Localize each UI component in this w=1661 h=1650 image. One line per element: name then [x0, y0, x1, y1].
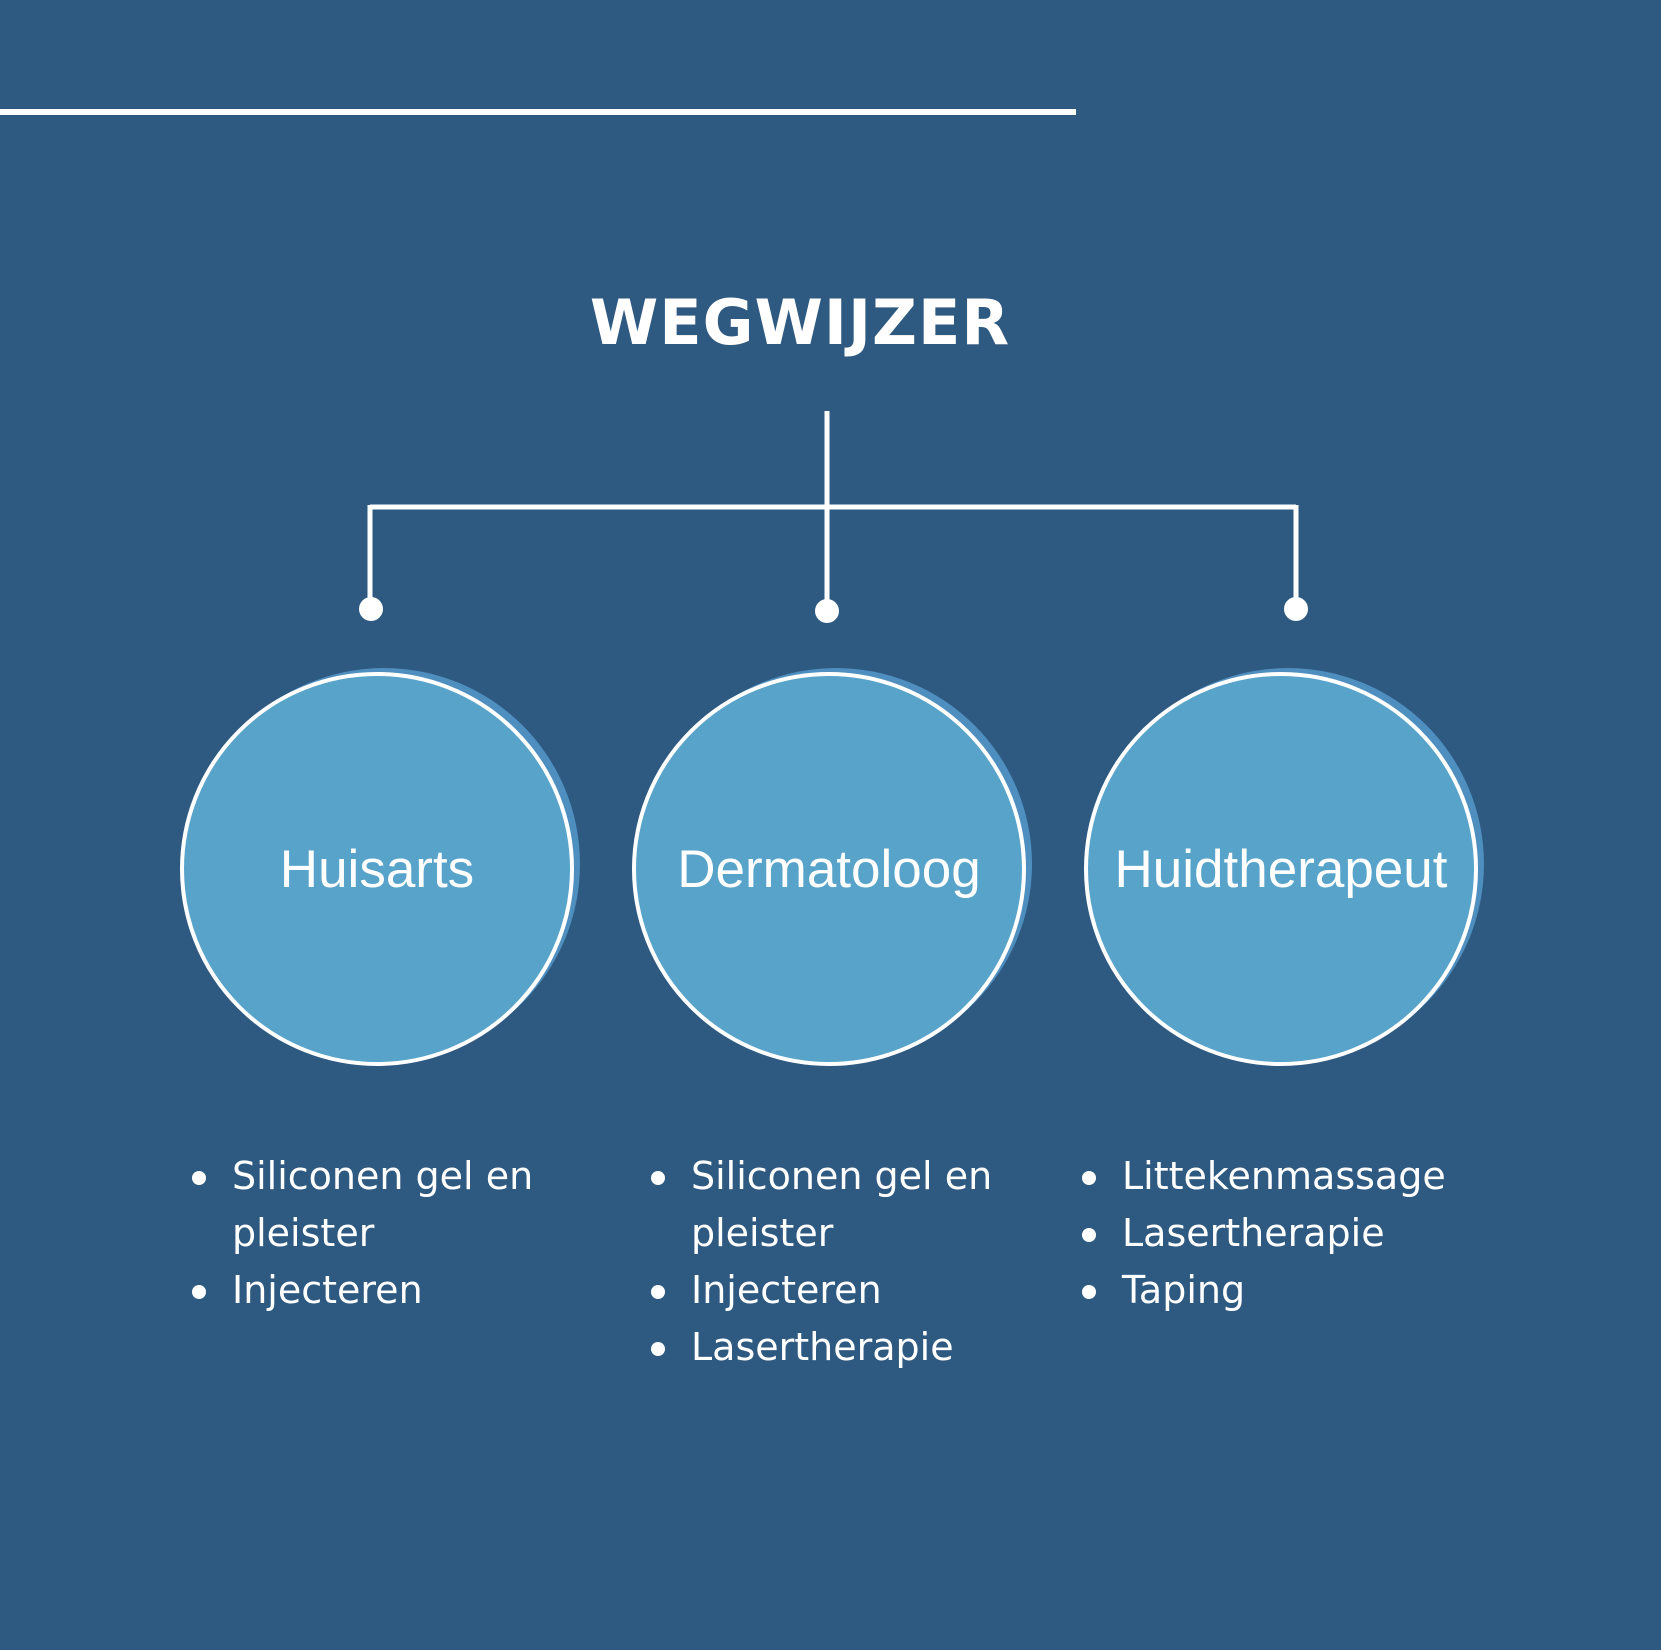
list-item-text: Littekenmassage — [1122, 1154, 1446, 1198]
list-item-text: Lasertherapie — [1122, 1211, 1385, 1255]
list-item: Lasertherapie — [1082, 1205, 1446, 1262]
list-item: Injecteren — [192, 1262, 533, 1319]
list-item-text: Taping — [1122, 1268, 1246, 1312]
diagram-title: WEGWIJZER — [589, 286, 1011, 359]
node-label: Dermatoloog — [677, 839, 981, 899]
bullet-dot — [651, 1342, 665, 1356]
node-label: Huisarts — [279, 839, 475, 899]
list-item: Injecteren — [651, 1262, 992, 1319]
bullet-dot — [192, 1171, 206, 1185]
list-item-text: Injecteren — [232, 1268, 423, 1312]
list-item-text: Injecteren — [691, 1268, 882, 1312]
bullet-dot — [1082, 1228, 1096, 1242]
list-item-text: Siliconen gel en — [232, 1154, 534, 1198]
list-item: Taping — [1082, 1262, 1446, 1319]
node-circle: Huidtherapeut — [1084, 672, 1478, 1066]
node-huisarts: Huisarts — [180, 668, 580, 1072]
list-item-text: pleister — [691, 1211, 834, 1255]
node-dermatoloog: Dermatoloog — [632, 668, 1032, 1072]
list-item: pleister — [691, 1205, 992, 1262]
list-item-text: Siliconen gel en — [691, 1154, 993, 1198]
node-circle: Huisarts — [180, 672, 574, 1066]
list-item: Littekenmassage — [1082, 1148, 1446, 1205]
connector-dot-left — [359, 597, 383, 621]
connector-dot-right — [1284, 597, 1308, 621]
bullet-dot — [651, 1171, 665, 1185]
top-divider-line — [0, 109, 1076, 115]
bullet-dot — [651, 1285, 665, 1299]
node-circle: Dermatoloog — [632, 672, 1026, 1066]
bullet-dot — [192, 1285, 206, 1299]
node-huidtherapeut: Huidtherapeut — [1084, 668, 1484, 1072]
list-dermatoloog: Siliconen gel en pleister Injecteren Las… — [651, 1148, 993, 1376]
list-item: pleister — [232, 1205, 533, 1262]
list-huisarts: Siliconen gel en pleister Injecteren — [192, 1148, 534, 1319]
list-item-text: Lasertherapie — [691, 1325, 954, 1369]
list-item-text: pleister — [232, 1211, 375, 1255]
connector-dot-center — [815, 599, 839, 623]
list-item: Siliconen gel en — [192, 1148, 534, 1205]
list-item: Lasertherapie — [651, 1319, 992, 1376]
node-label: Huidtherapeut — [1114, 839, 1448, 899]
list-item: Siliconen gel en — [651, 1148, 993, 1205]
bullet-dot — [1082, 1171, 1096, 1185]
list-huidtherapeut: Littekenmassage Lasertherapie Taping — [1082, 1148, 1446, 1319]
bullet-dot — [1082, 1285, 1096, 1299]
